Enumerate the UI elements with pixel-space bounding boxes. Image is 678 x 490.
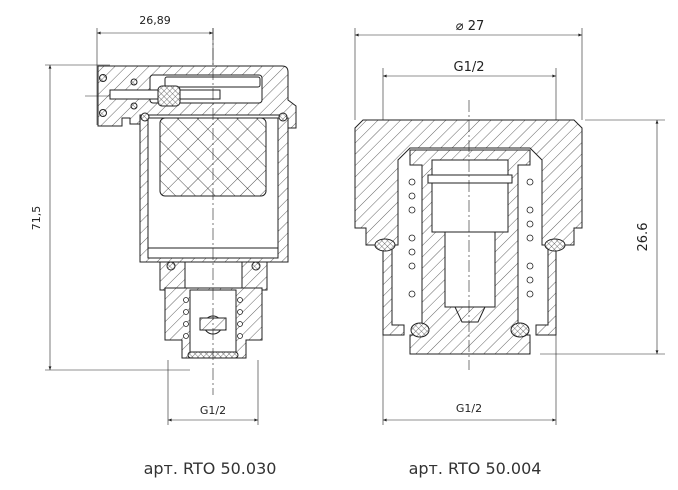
air-vent-drawing: 26,89 71,5 G1/2 xyxy=(30,14,297,425)
left-caption: арт. RTO 50.030 xyxy=(144,459,277,478)
valve-insert-drawing: ⌀ 27 G1/2 26.6 G1/2 xyxy=(354,19,665,425)
width-dimension-label: 26,89 xyxy=(139,14,171,27)
right-caption: арт. RTO 50.004 xyxy=(409,459,542,478)
bottom-thread-dimension-label: G1/2 xyxy=(456,402,482,415)
height-dimension-label: 26.6 xyxy=(636,223,651,252)
top-thread-dimension-label: G1/2 xyxy=(454,60,485,75)
thread-dimension-label: G1/2 xyxy=(200,404,226,417)
height-dimension-label: 71,5 xyxy=(30,206,43,231)
diameter-dimension-label: ⌀ 27 xyxy=(456,19,485,34)
